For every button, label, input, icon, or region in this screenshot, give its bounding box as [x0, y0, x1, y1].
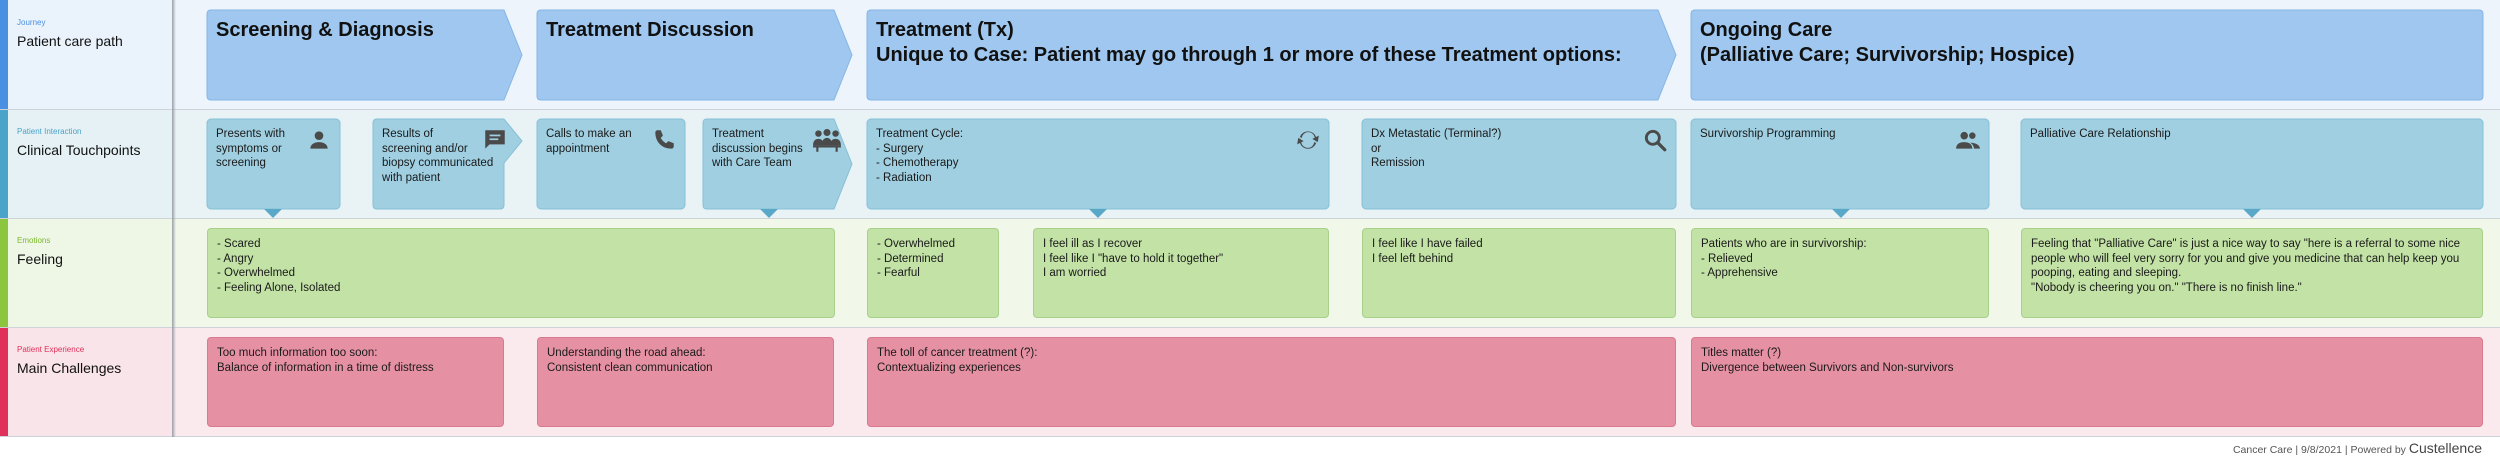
feeling-text: Patients who are in survivorship: - Reli…: [1701, 238, 1867, 279]
feeling-treatment-start[interactable]: - Overwhelmed - Determined - Fearful: [867, 228, 999, 318]
stage-screening-diagnosis[interactable]: Screening & Diagnosis: [206, 9, 523, 101]
touchpoint-palliative[interactable]: Palliative Care Relationship: [2020, 118, 2484, 210]
touchpoint-treatment-cycle[interactable]: Treatment Cycle: - Surgery - Chemotherap…: [866, 118, 1330, 210]
touchpoint-text: Palliative Care Relationship: [2030, 128, 2171, 140]
lane-category: Patient Interaction: [17, 127, 82, 136]
touchpoint-text: Dx Metastatic (Terminal?) or Remission: [1371, 128, 1502, 169]
lane-color-bar: [0, 327, 8, 436]
chat-icon: [485, 130, 505, 149]
lane-color-bar: [0, 218, 8, 327]
feeling-text: - Scared - Angry - Overwhelmed - Feeling…: [217, 238, 341, 294]
cycle-icon: [1297, 131, 1319, 149]
feeling-text: - Overwhelmed - Determined - Fearful: [877, 238, 955, 279]
connector-marker: [2243, 209, 2261, 218]
lane-category: Journey: [17, 18, 46, 27]
touchpoint-text: Presents with symptoms or screening: [216, 128, 286, 169]
feeling-palliative[interactable]: Feeling that "Palliative Care" is just a…: [2021, 228, 2483, 318]
lane-category: Emotions: [17, 236, 51, 245]
touchpoint-text: Results of screening and/or biopsy commu…: [382, 128, 494, 184]
lane-color-bar: [0, 0, 8, 109]
touchpoint-results[interactable]: Results of screening and/or biopsy commu…: [372, 118, 523, 210]
footer-text: Cancer Care | 9/8/2021 | Powered by: [2232, 444, 2406, 456]
touchpoint-text: Treatment Cycle: - Surgery - Chemotherap…: [876, 128, 964, 184]
challenge-text: Titles matter (?) Divergence between Sur…: [1701, 347, 1954, 374]
feeling-survivorship[interactable]: Patients who are in survivorship: - Reli…: [1691, 228, 1989, 318]
person-icon: [310, 131, 328, 149]
lane-title: Patient care path: [17, 33, 123, 49]
lane-title: Main Challenges: [17, 360, 122, 376]
feeling-text: I feel like I have failed I feel left be…: [1372, 238, 1483, 265]
feeling-screening[interactable]: - Scared - Angry - Overwhelmed - Feeling…: [207, 228, 835, 318]
stage-label: Ongoing Care (Palliative Care; Survivors…: [1700, 19, 2075, 66]
stage-treatment-discussion[interactable]: Treatment Discussion: [536, 9, 853, 101]
lane-color-bar: [0, 109, 8, 218]
feeling-recovery[interactable]: I feel ill as I recover I feel like I "h…: [1033, 228, 1329, 318]
lane-category: Patient Experience: [17, 345, 85, 354]
challenge-text: Understanding the road ahead: Consistent…: [547, 347, 713, 374]
touchpoint-survivorship[interactable]: Survivorship Programming: [1690, 118, 1990, 210]
lane-title: Clinical Touchpoints: [17, 142, 141, 158]
touchpoint-metastatic[interactable]: Dx Metastatic (Terminal?) or Remission: [1361, 118, 1677, 210]
stage-ongoing-care[interactable]: Ongoing Care (Palliative Care; Survivors…: [1690, 9, 2484, 101]
touchpoint-calls[interactable]: Calls to make an appointment: [536, 118, 686, 210]
stage-label: Treatment Discussion: [546, 19, 754, 41]
connector-marker: [1089, 209, 1107, 218]
touchpoint-text: Survivorship Programming: [1700, 128, 1836, 140]
challenge-text: The toll of cancer treatment (?): Contex…: [877, 347, 1038, 374]
touchpoint-text: Calls to make an appointment: [546, 128, 632, 155]
challenge-road-ahead[interactable]: Understanding the road ahead: Consistent…: [537, 337, 834, 427]
feeling-failed[interactable]: I feel like I have failed I feel left be…: [1362, 228, 1676, 318]
challenge-information[interactable]: Too much information too soon: Balance o…: [207, 337, 504, 427]
brand-logo[interactable]: Custellence: [2408, 440, 2482, 456]
challenge-toll[interactable]: The toll of cancer treatment (?): Contex…: [867, 337, 1676, 427]
group-icon: [813, 128, 841, 152]
lane-title: Feeling: [17, 251, 63, 267]
touchpoint-treatment-discussion[interactable]: Treatment discussion begins with Care Te…: [702, 118, 853, 210]
search-icon: [1644, 129, 1667, 152]
feeling-text: Feeling that "Palliative Care" is just a…: [2031, 238, 2460, 294]
stage-label: Treatment (Tx) Unique to Case: Patient m…: [876, 19, 1622, 66]
phone-icon: [655, 130, 674, 149]
challenge-text: Too much information too soon: Balance o…: [217, 347, 434, 374]
feeling-text: I feel ill as I recover I feel like I "h…: [1043, 238, 1224, 279]
stage-treatment[interactable]: Treatment (Tx) Unique to Case: Patient m…: [866, 9, 1677, 101]
stage-label: Screening & Diagnosis: [216, 19, 434, 41]
touchpoint-text: Treatment discussion begins with Care Te…: [712, 128, 803, 169]
footer: Cancer Care | 9/8/2021 | Powered by Cust…: [2233, 440, 2482, 456]
touchpoint-presents[interactable]: Presents with symptoms or screening: [206, 118, 341, 210]
people-icon: [1956, 131, 1980, 149]
connector-marker: [760, 209, 778, 218]
connector-marker: [1832, 209, 1850, 218]
connector-marker: [264, 209, 282, 218]
challenge-titles[interactable]: Titles matter (?) Divergence between Sur…: [1691, 337, 2483, 427]
